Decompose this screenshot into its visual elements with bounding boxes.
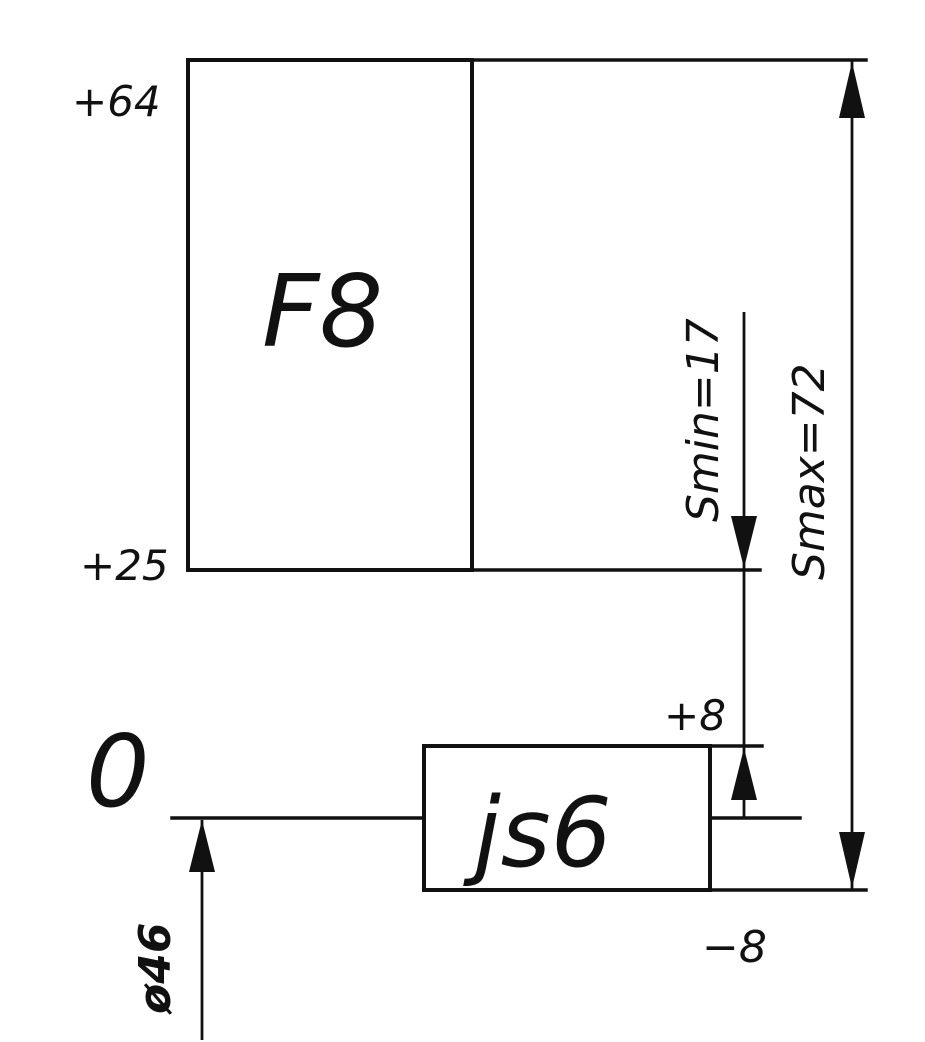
diameter-label: ø46 bbox=[130, 923, 181, 1015]
smax-arrow-top bbox=[839, 62, 865, 118]
diameter-arrow bbox=[189, 820, 215, 872]
shaft-upper-label: +8 bbox=[664, 691, 726, 740]
upper-limit-label: +64 bbox=[72, 77, 161, 126]
shaft-zone-label: js6 bbox=[463, 777, 612, 889]
shaft-tolerance-zone bbox=[422, 744, 712, 892]
smax-label: Smax=72 bbox=[784, 363, 835, 580]
smin-arrow-down bbox=[731, 516, 757, 568]
shaft-lower-label: −8 bbox=[702, 922, 767, 973]
zero-line-label: 0 bbox=[86, 713, 150, 830]
hole-tolerance-zone bbox=[186, 58, 474, 572]
smin-arrow-up bbox=[731, 748, 757, 800]
hole-zone-label: F8 bbox=[262, 253, 383, 370]
lower-limit-label: +25 bbox=[80, 541, 169, 590]
smax-arrow-bottom bbox=[839, 832, 865, 888]
smin-label: Smin=17 bbox=[678, 318, 729, 522]
